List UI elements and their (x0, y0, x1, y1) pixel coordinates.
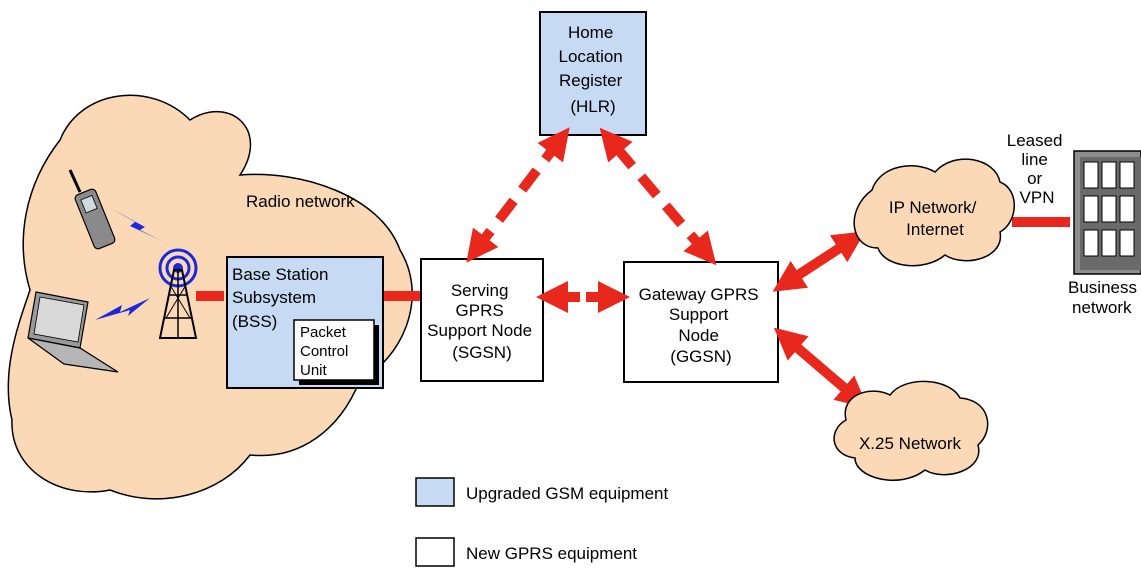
legend-new-swatch (415, 537, 455, 567)
x25-network-label: X.25 Network (859, 434, 962, 453)
office-building-icon (1073, 150, 1141, 275)
legend-upgraded-label: Upgraded GSM equipment (466, 484, 669, 503)
lightning-bolt-icon (110, 208, 160, 240)
sgsn-label: Serving GPRS Support Node (SGSN) (427, 281, 537, 362)
ggsn-label: Gateway GPRS Support Node (GGSN) (639, 285, 764, 366)
radio-network-label: Radio network (246, 192, 355, 211)
laptop-icon (27, 291, 119, 373)
arrow-ggsn-x25 (773, 327, 869, 409)
lightning-bolt-icon (95, 298, 150, 320)
link-leased-line (1012, 217, 1070, 227)
arrow-sgsn-hlr (466, 127, 570, 263)
legend-upgraded-swatch (415, 477, 455, 507)
radio-tower-icon (158, 248, 198, 339)
arrow-ggsn-hlr (599, 127, 717, 266)
ip-network-label: IP Network/ Internet (889, 198, 981, 239)
leased-line-label: Leased line or VPN (1007, 131, 1068, 207)
link-tower-bss (196, 291, 224, 301)
bss-label: Base Station Subsystem (BSS) (232, 265, 333, 331)
ggsn-box (623, 261, 779, 383)
hlr-box (539, 11, 647, 136)
pcu-box (293, 319, 375, 381)
business-network-label: Business network (1068, 278, 1141, 317)
mobile-phone-icon (68, 169, 116, 250)
legend-new-label: New GPRS equipment (466, 544, 637, 563)
pcu-label: Packet Control Unit (300, 324, 353, 379)
x25-network-cloud (833, 380, 989, 481)
ip-network-cloud (853, 158, 1015, 267)
hlr-label: Home Location Register (HLR) (558, 23, 627, 116)
sgsn-box (420, 258, 544, 382)
link-bss-sgsn (383, 291, 421, 301)
arrow-ggsn-ip (772, 231, 866, 292)
